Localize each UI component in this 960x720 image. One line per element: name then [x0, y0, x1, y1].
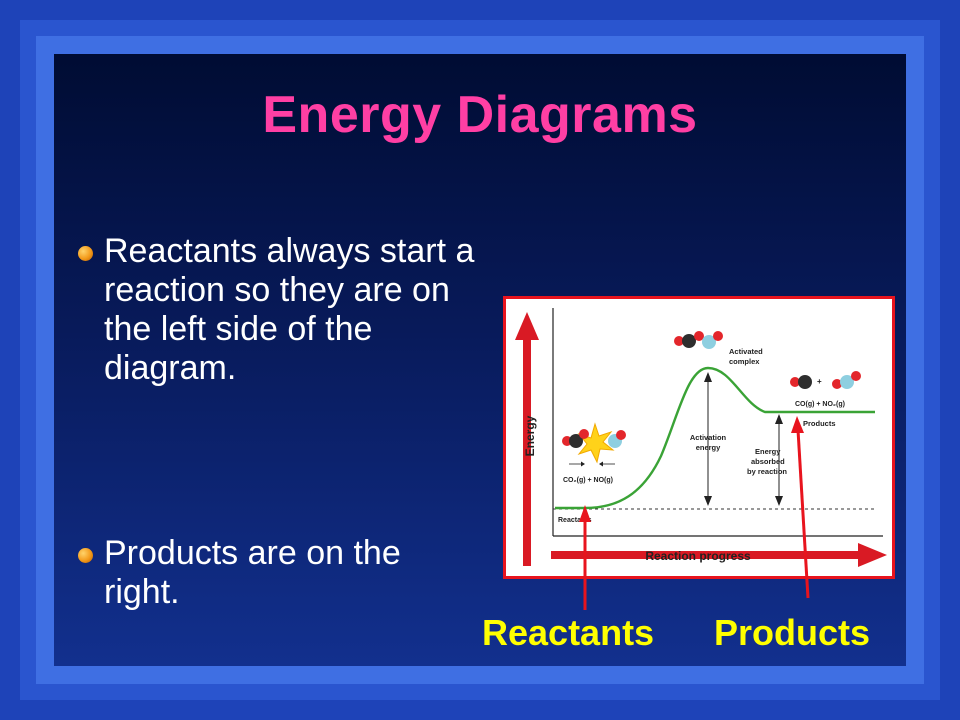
- bullet-dot-icon: [78, 246, 93, 261]
- arrow-head-up-icon: [775, 414, 783, 424]
- arrow-head-up-icon: [704, 372, 712, 382]
- products-callout-arrow: [796, 429, 810, 599]
- bullet-text: Products are on the right.: [104, 534, 401, 611]
- product-formula: CO(g) + NO₂(g): [795, 401, 845, 408]
- y-arrow-shaft: [523, 338, 531, 566]
- energy-absorbed-label-line2: absorbed: [751, 457, 785, 466]
- y-arrow-head-icon: [515, 312, 539, 340]
- x-arrow-shaft: [551, 551, 861, 559]
- bullet-text: Reactants always start a reaction so the…: [104, 232, 475, 387]
- energy-curve: [555, 366, 875, 510]
- energy-absorbed-label-line3: by reaction: [747, 467, 787, 476]
- products-arrow-head-icon: [791, 416, 804, 433]
- activated-complex-label-line2: complex: [729, 357, 760, 366]
- arrow-head-down-icon: [704, 496, 712, 506]
- reactant-formula: CO₂(g) + NO(g): [563, 477, 613, 484]
- x-arrow-head-icon: [858, 543, 887, 567]
- x-axis-label: Reaction progress: [645, 549, 751, 563]
- activation-energy-label-line1: Activation: [690, 433, 727, 442]
- reactants-callout-label: Reactants: [482, 612, 655, 653]
- products-level-label: Products: [803, 419, 836, 428]
- activated-complex-label-line1: Activated: [729, 347, 763, 356]
- product-molecules-icon: +: [790, 371, 861, 389]
- energy-diagram: Energy Reaction progress Activation ener…: [503, 296, 895, 579]
- slide-title: Energy Diagrams: [262, 86, 698, 144]
- arrow-head-down-icon: [775, 496, 783, 506]
- products-callout-label: Products: [714, 612, 871, 653]
- arrow-head-right-icon: [581, 461, 585, 467]
- reactants-arrow-head-icon: [579, 505, 591, 522]
- energy-absorbed-label-line1: Energy: [755, 447, 781, 456]
- svg-text:+: +: [817, 377, 822, 386]
- bullet-dot-icon: [78, 548, 93, 563]
- reactant-molecules-icon: [562, 422, 626, 464]
- y-axis-label: Energy: [523, 415, 537, 456]
- activated-complex-molecule-icon: [674, 331, 723, 349]
- arrow-head-left-icon: [599, 461, 603, 467]
- reactants-level-label: Reactants: [558, 517, 592, 524]
- activation-energy-label-line2: energy: [696, 443, 721, 452]
